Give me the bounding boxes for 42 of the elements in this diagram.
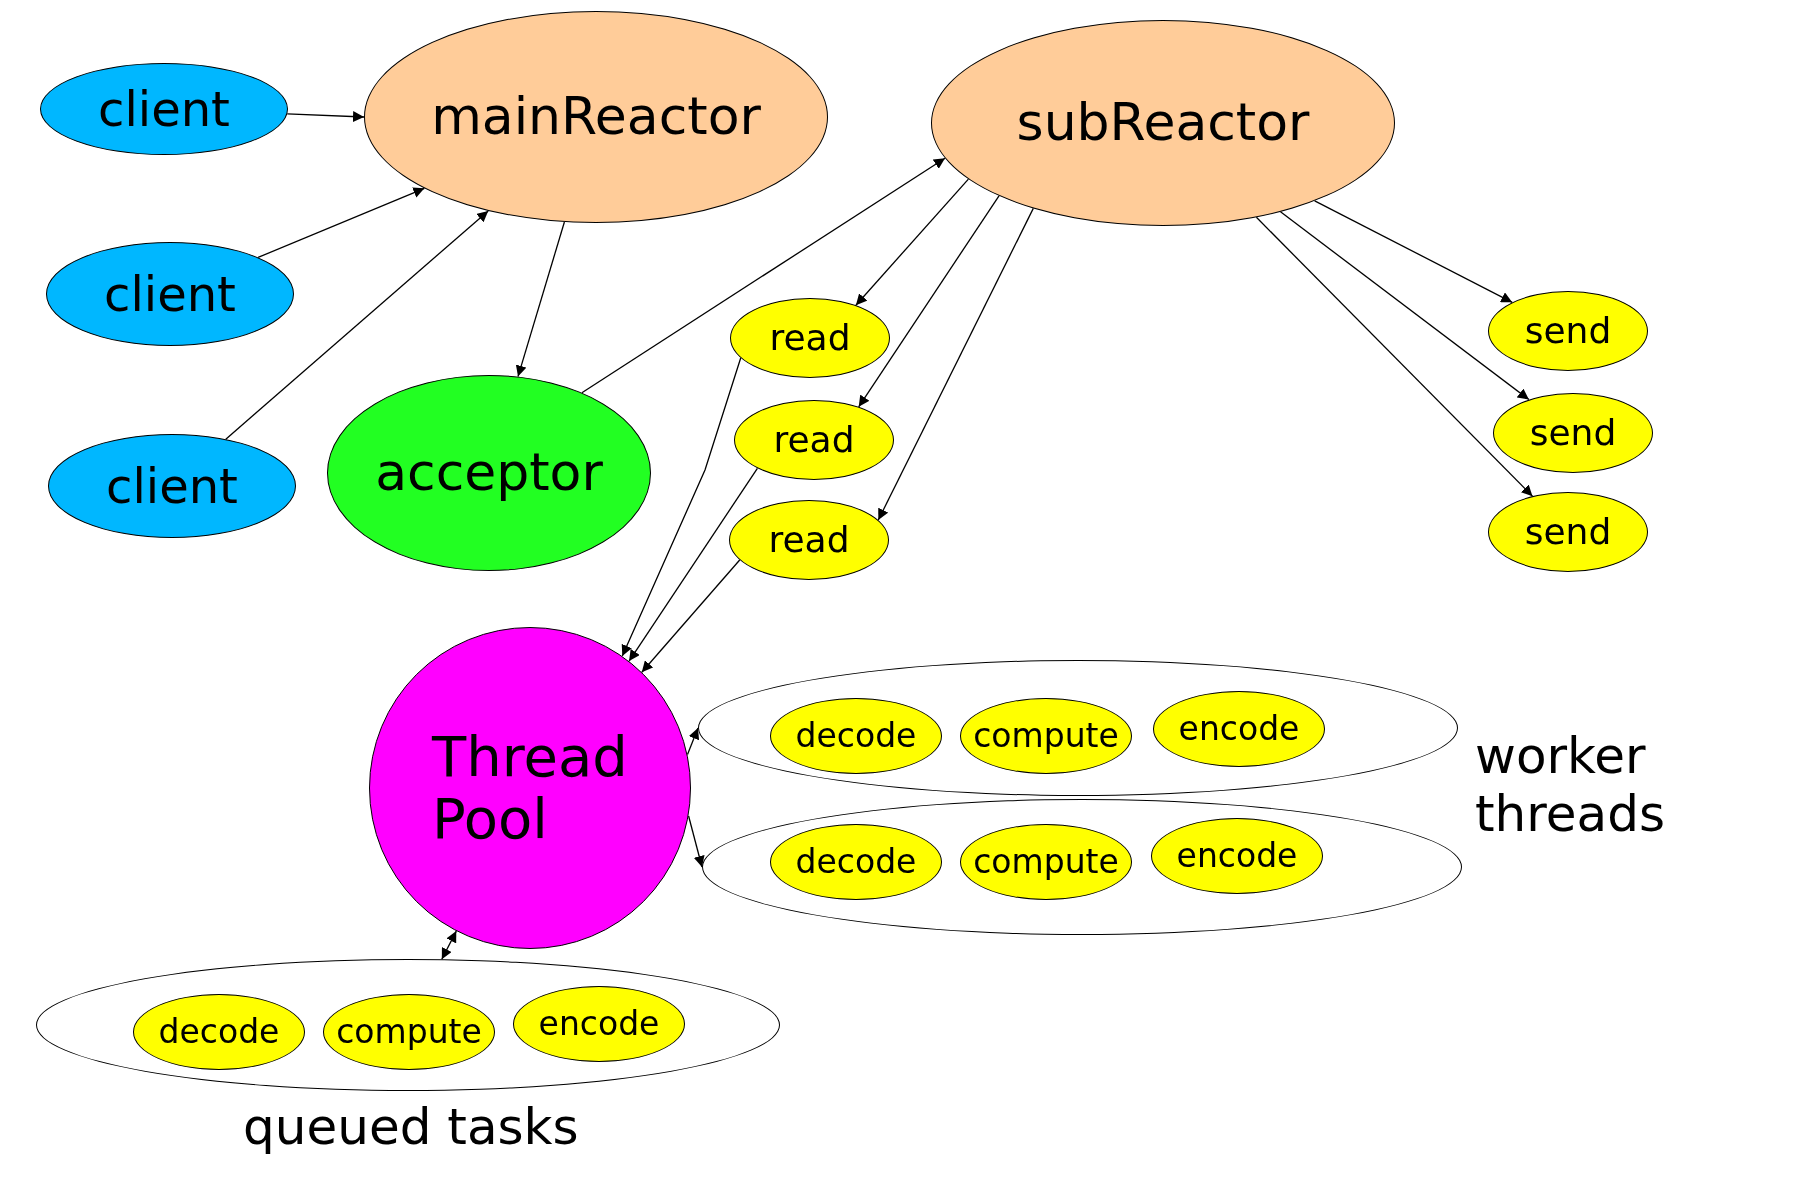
- arrow: [581, 157, 946, 394]
- arrow: [225, 210, 489, 440]
- arrow: [686, 727, 700, 756]
- arrow: [858, 195, 1000, 408]
- arrow: [515, 221, 566, 378]
- node-label: decode: [795, 843, 917, 881]
- node-label: compute: [336, 1013, 482, 1051]
- group-caption: queued tasks: [243, 1099, 579, 1157]
- arrow: [1314, 200, 1513, 303]
- node-label: send: [1524, 311, 1612, 351]
- arrow: [286, 111, 365, 123]
- node-label: encode: [1178, 710, 1300, 748]
- node-label: Thread Pool: [432, 726, 629, 850]
- node-label: acceptor: [375, 444, 603, 502]
- node-label: read: [773, 420, 855, 460]
- arrow: [257, 187, 426, 259]
- arrow: [641, 559, 741, 673]
- node-label: read: [769, 318, 851, 358]
- arrow: [1279, 211, 1530, 401]
- node-label: decode: [795, 717, 917, 755]
- node-label: compute: [973, 717, 1119, 755]
- group-caption: worker threads: [1475, 728, 1666, 843]
- node-label: mainReactor: [431, 88, 761, 146]
- arrow: [628, 467, 759, 662]
- arrow: [877, 207, 1034, 521]
- node-label: client: [106, 459, 238, 513]
- arrow: [441, 930, 457, 960]
- node-label: compute: [973, 843, 1119, 881]
- node-label: send: [1529, 413, 1617, 453]
- node-label: send: [1524, 512, 1612, 552]
- task-ellipse: [730, 298, 890, 378]
- node-label: client: [104, 267, 236, 321]
- node-label: decode: [158, 1013, 280, 1051]
- arrow: [855, 178, 970, 306]
- node-label: encode: [538, 1005, 660, 1043]
- node-label: encode: [1176, 837, 1298, 875]
- node-label: subReactor: [1016, 94, 1310, 152]
- node-label: read: [768, 520, 850, 560]
- arrow: [1255, 216, 1534, 497]
- arrow: [621, 357, 742, 657]
- arrow: [687, 815, 705, 868]
- node-label: client: [98, 82, 230, 136]
